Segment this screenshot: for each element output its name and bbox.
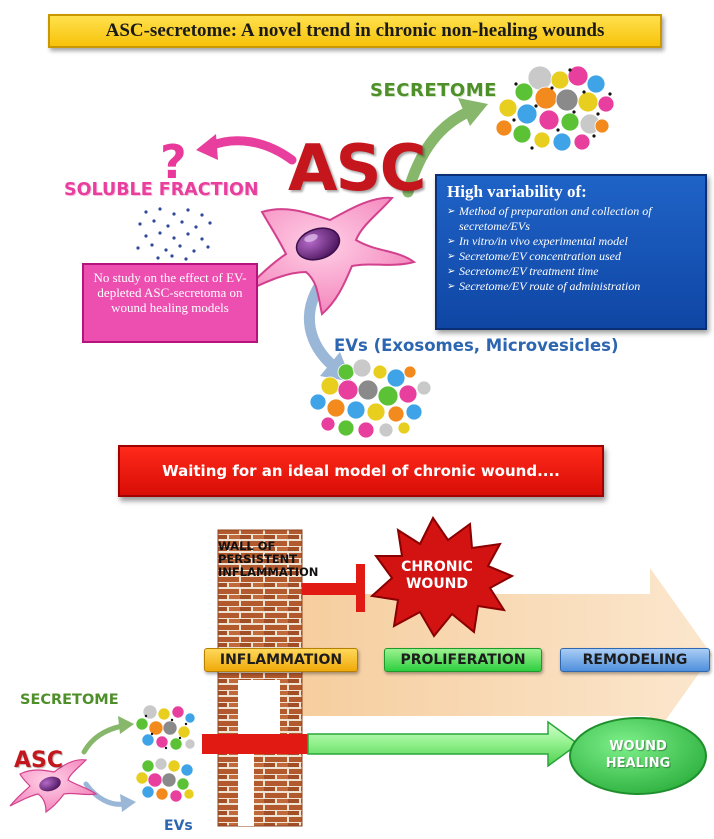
variability-list: Method of preparation and collection of … [447, 204, 695, 294]
phase-remodeling: REMODELING [560, 648, 710, 672]
asc-label-top: ASC [288, 132, 427, 206]
evs-label-top: EVs (Exosomes, Microvesicles) [334, 336, 619, 355]
secretome-label-top: SECRETOME [370, 80, 497, 101]
inhibition-line [302, 564, 365, 612]
soluble-fraction-label: SOLUBLE FRACTION [64, 180, 259, 200]
variability-item: Method of preparation and collection of … [447, 204, 695, 234]
soluble-fraction-dots [136, 207, 212, 261]
asc-cell-bottom [9, 759, 98, 814]
secretome-cluster-bottom [135, 704, 196, 751]
evs-cluster-top [309, 358, 432, 439]
phase-inflammation: INFLAMMATION [204, 648, 358, 672]
phase-proliferation: PROLIFERATION [384, 648, 542, 672]
treatment-bar [202, 734, 310, 754]
asc-label-bottom: ASC [14, 748, 64, 773]
wound-healing-oval [569, 717, 707, 795]
asc-cell-top [243, 196, 417, 316]
no-study-note: No study on the effect of EV-depleted AS… [82, 263, 258, 343]
variability-item: Secretome/EV concentration used [447, 249, 695, 264]
question-mark: ? [160, 135, 187, 189]
evs-label-bottom: EVs [164, 818, 193, 834]
waiting-banner: Waiting for an ideal model of chronic wo… [118, 445, 604, 497]
chronic-wound-label: CHRONIC WOUND [401, 559, 473, 592]
evs-cluster-bottom [135, 757, 195, 803]
green-arrow-bottom [81, 716, 134, 755]
variability-item: In vitro/in vivo experimental model [447, 234, 695, 249]
secretome-dots-top [512, 68, 612, 150]
variability-box: High variability of: Method of preparati… [435, 174, 707, 330]
page-title: ASC-secretome: A novel trend in chronic … [48, 14, 662, 48]
secretome-label-bottom: SECRETOME [20, 692, 119, 708]
secretome-dots-bottom [144, 714, 188, 750]
variability-item: Secretome/EV treatment time [447, 264, 695, 279]
wound-healing-label: WOUND HEALING [605, 739, 671, 771]
chronic-wound-starburst [369, 516, 515, 638]
blue-arrow-bottom [83, 781, 136, 812]
variability-heading: High variability of: [447, 182, 587, 201]
healing-arrow [307, 720, 580, 768]
wall-label: WALL OF PERSISTENT INFLAMMATION [218, 539, 319, 579]
secretome-cluster-top [495, 65, 615, 152]
pink-curved-arrow [196, 134, 297, 165]
brick-wall [217, 529, 303, 827]
variability-item: Secretome/EV route of administration [447, 279, 695, 294]
green-curved-arrow [402, 98, 488, 198]
